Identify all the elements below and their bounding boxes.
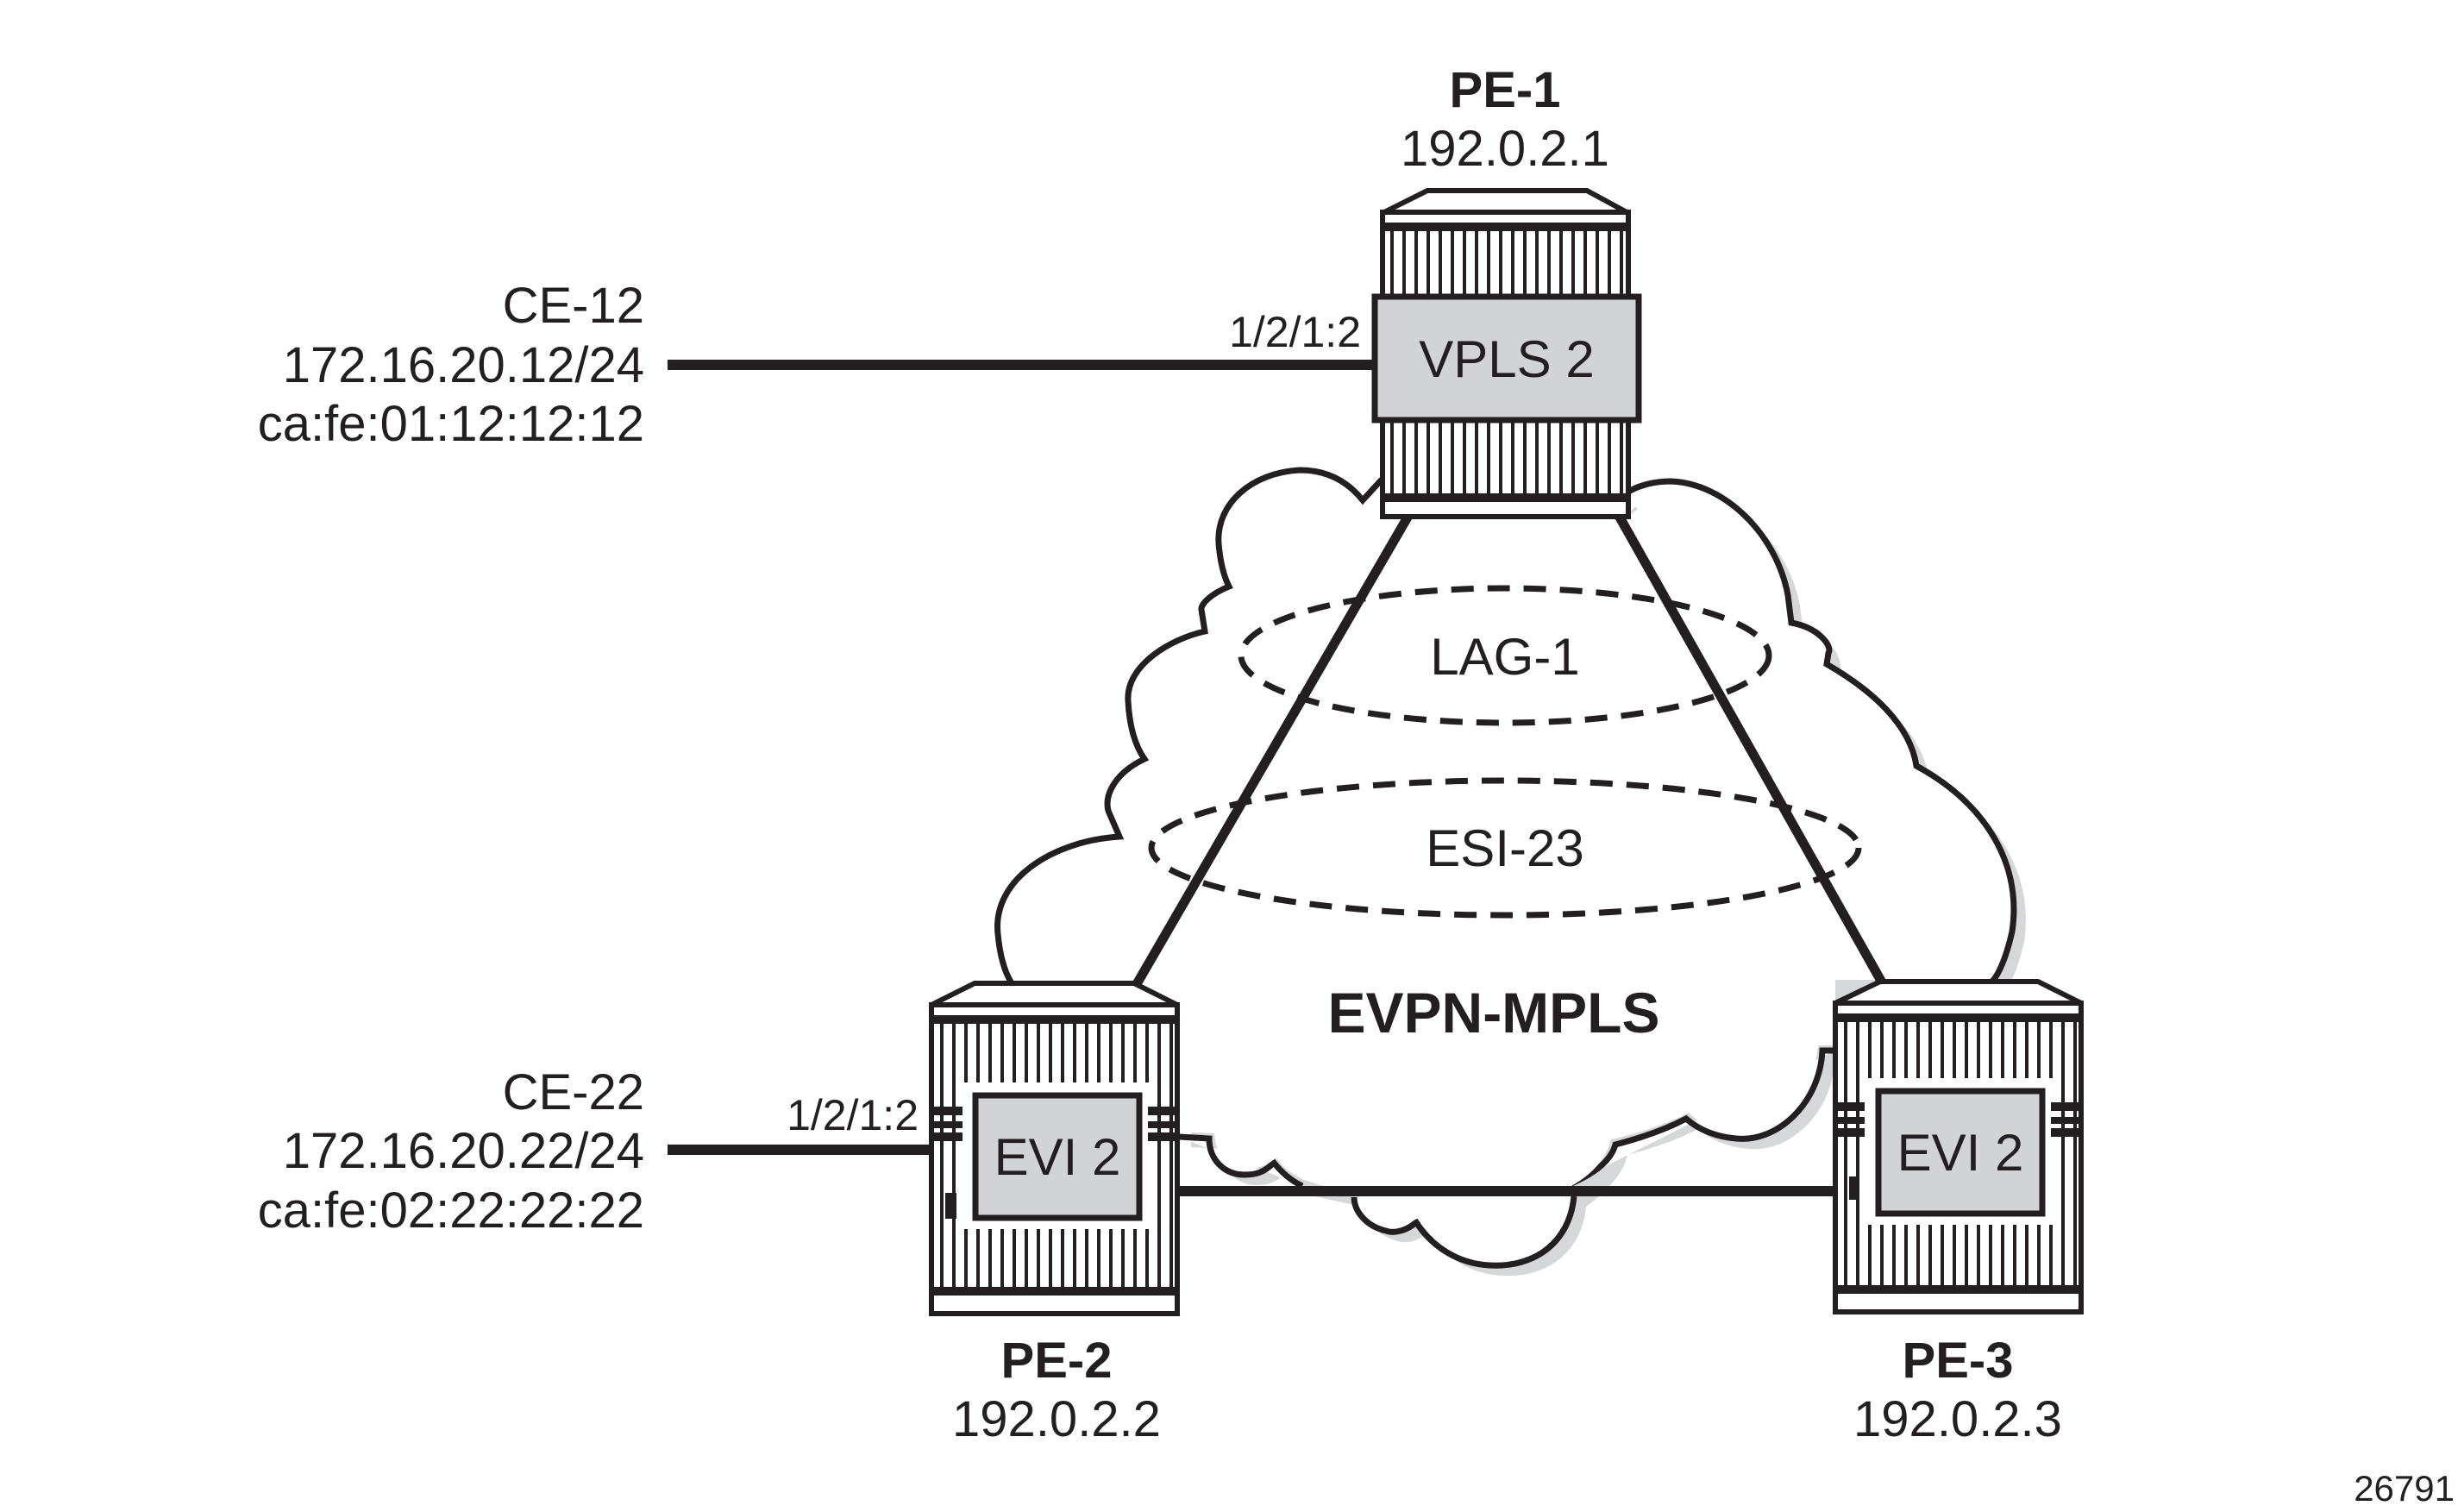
vpls-service-box[interactable] (1371, 293, 1642, 423)
pe1-name: PE-1 (1450, 62, 1561, 118)
ce12-name: CE-12 (503, 278, 644, 334)
ce22-ip: 172.16.20.22/24 (283, 1123, 644, 1179)
router-top-band (1838, 1013, 2079, 1022)
router-top-band (1385, 223, 1626, 231)
ce12-mac: ca:fe:01:12:12:12 (258, 396, 644, 452)
pe2-name: PE-2 (1001, 1333, 1113, 1389)
status-led (1849, 1176, 1859, 1200)
link-pe1-pe3 (1615, 513, 1890, 991)
evi-service-box[interactable] (972, 1092, 1143, 1221)
pe2-port-label: 1/2/1:2 (787, 1091, 919, 1139)
evi-service-label: EVI 2 (1897, 1124, 2024, 1182)
ce22-mac: ca:fe:02:22:22:22 (258, 1183, 644, 1239)
lag-1-ellipse (1238, 585, 1772, 726)
ce12-labels: CE-12 172.16.20.12/24 ca:fe:01:12:12:12 (258, 278, 644, 452)
router-bottom-band (934, 1287, 1175, 1296)
ce22-labels: CE-22 172.16.20.22/24 ca:fe:02:22:22:22 (258, 1064, 644, 1239)
pe1-port-label: 1/2/1:2 (1229, 308, 1361, 356)
evpn-mpls-label: EVPN-MPLS (1327, 981, 1659, 1045)
pe2-ip: 192.0.2.2 (952, 1391, 1161, 1447)
pe3-name: PE-3 (1903, 1333, 2014, 1389)
port-connector-left (934, 1107, 963, 1141)
router-top-band (934, 1015, 1175, 1024)
evi-service-box[interactable] (1875, 1088, 2046, 1217)
status-led (945, 1193, 956, 1219)
router-bottom-band (1385, 493, 1626, 502)
vpls-service-label: VPLS 2 (1419, 330, 1594, 388)
pe1-ip: 192.0.2.1 (1401, 121, 1609, 177)
port-connector-left (1838, 1102, 1865, 1137)
port-connector-right (1148, 1107, 1175, 1141)
esi-23-label: ESI-23 (1426, 819, 1583, 877)
router-pe1[interactable]: VPLS 2 (1371, 188, 1642, 519)
router-top-bevel (1834, 979, 2083, 1006)
router-pe2[interactable]: EVI 2 (929, 981, 1180, 1316)
ce12-ip: 172.16.20.12/24 (283, 337, 644, 393)
pe3-ip: 192.0.2.3 (1853, 1391, 2062, 1447)
ce22-name: CE-22 (503, 1064, 644, 1120)
lag-1-label: LAG-1 (1430, 628, 1579, 686)
cloud-body (1003, 476, 2008, 1259)
port-connector-right (2051, 1102, 2079, 1137)
router-top-bevel (930, 981, 1179, 1007)
router-bottom-band (1838, 1285, 2079, 1294)
link-pe1-pe2 (1130, 513, 1413, 991)
esi-23-ellipse (1148, 777, 1862, 919)
figure-id: 26791 (2354, 1468, 2455, 1509)
evi-service-label: EVI 2 (994, 1128, 1121, 1186)
router-pe3[interactable]: EVI 2 (1833, 979, 2084, 1314)
